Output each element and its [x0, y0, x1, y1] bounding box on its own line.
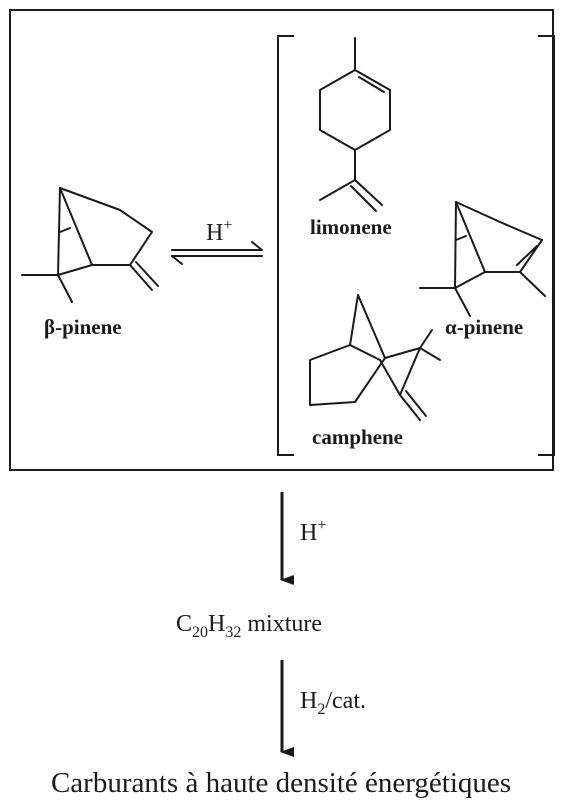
camphene-label: camphene	[312, 425, 403, 449]
limonene-structure	[319, 37, 391, 212]
product-label: Carburants à haute densité énergétiques	[51, 767, 511, 799]
equilibrium-arrows	[171, 241, 263, 265]
product-bracket	[277, 35, 555, 456]
limonene-label: limonene	[310, 215, 392, 239]
step2-reagent: H2/cat.	[300, 688, 366, 718]
alpha-pinene-structure	[419, 201, 546, 317]
beta-pinene-structure	[21, 187, 159, 303]
camphene-structure	[309, 294, 441, 421]
equilibrium-reagent: H+	[206, 217, 232, 246]
alpha-pinene-label: α-pinene	[445, 315, 523, 339]
step1-reagent: H+	[300, 517, 326, 546]
intermediate-formula: C20H32 mixture	[176, 611, 322, 641]
beta-pinene-label: β-pinene	[44, 315, 122, 339]
